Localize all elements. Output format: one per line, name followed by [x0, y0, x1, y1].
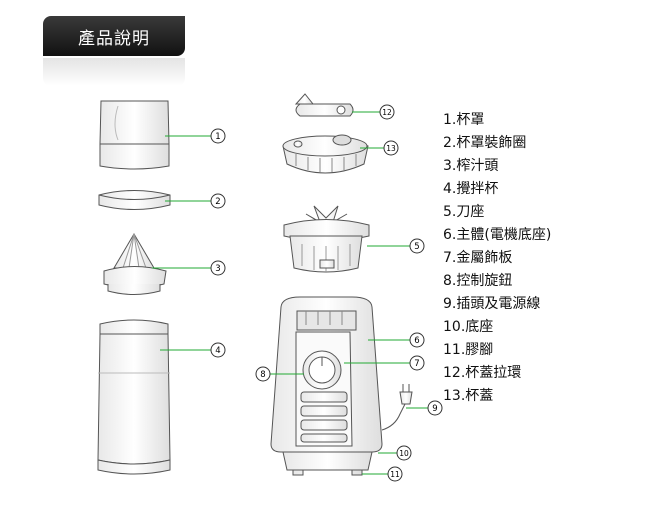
- callout-13: 13: [383, 140, 399, 156]
- legend-item: 1.杯罩: [443, 112, 485, 128]
- section-title: 產品說明: [78, 28, 150, 49]
- part-plug-cord: [381, 384, 413, 431]
- part-blade-seat: [283, 205, 370, 273]
- part-control-knob: [302, 350, 342, 390]
- callout-6: 6: [409, 332, 425, 348]
- legend-item: 10.底座: [443, 319, 494, 335]
- callout-12: 12: [379, 104, 395, 120]
- leader-lines: [152, 111, 428, 475]
- callout-10: 10: [396, 445, 412, 461]
- legend-item: 7.金屬飾板: [443, 250, 513, 266]
- svg-text:12: 12: [382, 108, 392, 117]
- part-cover-ring: [98, 190, 171, 210]
- svg-text:5: 5: [414, 242, 419, 252]
- legend-item: 6.主體(電機底座): [443, 227, 552, 243]
- callout-4: 4: [210, 342, 226, 358]
- part-blending-cup: [97, 319, 171, 475]
- callout-3: 3: [210, 260, 226, 276]
- parts-legend: 1.杯罩 2.杯罩裝飾圈 3.榨汁頭 4.攪拌杯 5.刀座 6.主體(電機底座)…: [443, 109, 551, 408]
- legend-item: 2.杯罩裝飾圈: [443, 135, 527, 151]
- callout-9: 9: [427, 400, 443, 416]
- callout-2: 2: [210, 193, 226, 209]
- svg-text:4: 4: [215, 346, 220, 356]
- part-juicer-head: [103, 233, 167, 295]
- svg-text:10: 10: [399, 449, 409, 458]
- title-bar-reflection: [43, 58, 185, 86]
- part-lid: [282, 134, 369, 174]
- legend-item: 9.插頭及電源線: [443, 296, 541, 312]
- svg-text:7: 7: [414, 359, 419, 369]
- callout-7: 7: [409, 355, 425, 371]
- svg-text:2: 2: [215, 197, 220, 207]
- legend-item: 13.杯蓋: [443, 388, 494, 404]
- legend-item: 11.膠腳: [443, 342, 494, 358]
- svg-text:6: 6: [414, 336, 419, 346]
- legend-item: 3.榨汁頭: [443, 158, 499, 174]
- callout-5: 5: [409, 238, 425, 254]
- legend-item: 8.控制旋鈕: [443, 273, 513, 289]
- part-cup-cover: [99, 100, 170, 170]
- svg-text:3: 3: [215, 264, 220, 274]
- svg-text:9: 9: [432, 404, 437, 414]
- legend-item: 12.杯蓋拉環: [443, 365, 522, 381]
- callout-8: 8: [255, 366, 271, 382]
- section-title-bar: 產品說明: [43, 16, 185, 56]
- legend-item: 4.攪拌杯: [443, 181, 499, 197]
- callout-11: 11: [387, 466, 403, 482]
- svg-text:13: 13: [386, 144, 396, 153]
- part-lid-pull-ring: [294, 93, 354, 117]
- svg-text:8: 8: [260, 370, 265, 380]
- svg-text:1: 1: [215, 132, 220, 142]
- legend-item: 5.刀座: [443, 204, 485, 220]
- svg-text:11: 11: [390, 470, 400, 479]
- callout-1: 1: [210, 128, 226, 144]
